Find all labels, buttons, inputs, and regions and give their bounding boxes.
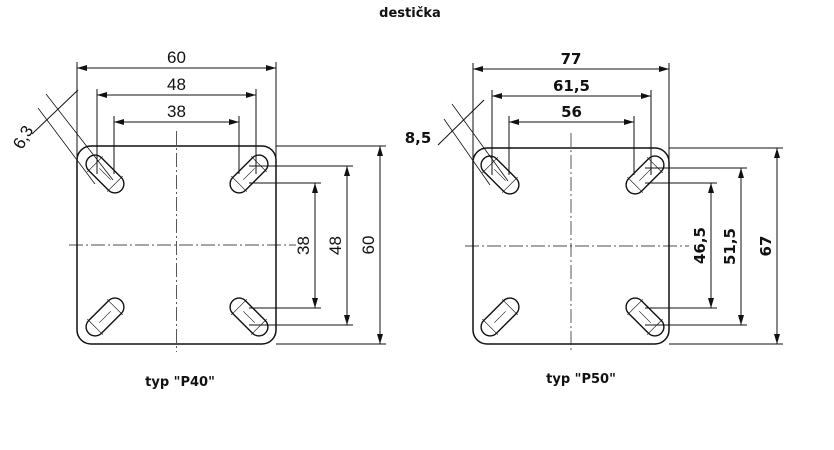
slot-outline [625, 155, 665, 195]
plate-drawing-p50: 77 61,5 56 67 51,5 46,5 8,5 [405, 50, 783, 352]
slot-outline [85, 297, 125, 337]
line [451, 103, 509, 182]
line [501, 299, 518, 316]
mounting-slot [85, 154, 125, 194]
mounting-slot [480, 297, 520, 337]
arrowhead [344, 315, 350, 325]
arrowhead [509, 119, 519, 125]
arrowhead [774, 334, 780, 344]
dimension-label: 38 [294, 236, 313, 255]
line [250, 156, 267, 173]
arrowhead [312, 298, 318, 308]
dimension-label: 67 [757, 236, 775, 257]
line [646, 157, 663, 174]
mounting-slot [229, 297, 269, 337]
line [106, 175, 123, 192]
arrowhead [708, 183, 714, 193]
slot-width-label: 6,3 [9, 122, 37, 152]
arrowhead [738, 168, 744, 178]
mounting-slot [625, 155, 665, 195]
line [482, 157, 499, 174]
line [639, 311, 651, 323]
arrowhead [246, 92, 256, 98]
line [639, 169, 651, 181]
slot-width-label: 8,5 [405, 129, 432, 147]
dimension-label: 46,5 [691, 227, 709, 264]
dimension-label: 56 [561, 103, 582, 121]
caption-p50: typ "P50" [546, 372, 616, 387]
slot-outline [480, 297, 520, 337]
line [99, 168, 111, 180]
arrowhead [377, 334, 383, 344]
line [494, 311, 506, 323]
arrowhead [708, 298, 714, 308]
line [87, 156, 104, 173]
dimension-label: 60 [359, 236, 378, 255]
slot-outline [229, 154, 269, 194]
dimension-label: 77 [561, 50, 582, 68]
line [250, 318, 267, 335]
plate-drawing-p40: 60 48 38 60 48 38 6,3 [9, 48, 386, 352]
line [37, 107, 96, 185]
dimension-label: 61,5 [553, 77, 590, 95]
arrowhead [97, 92, 107, 98]
line [87, 318, 104, 335]
slot-outline [480, 155, 520, 195]
slot-outline [229, 297, 269, 337]
dimension-label: 48 [167, 75, 186, 94]
line [482, 318, 499, 335]
mounting-slot [85, 297, 125, 337]
arrowhead [624, 119, 634, 125]
line [243, 311, 255, 323]
line [31, 89, 79, 135]
line [443, 118, 491, 186]
mounting-slot [625, 297, 665, 337]
line [231, 299, 248, 316]
line [99, 311, 111, 323]
arrowhead [774, 148, 780, 158]
line [494, 169, 506, 181]
arrowhead [473, 66, 483, 72]
line [627, 299, 644, 316]
line [243, 168, 255, 180]
arrowhead [377, 146, 383, 156]
arrowhead [312, 183, 318, 193]
caption-p40: typ "P40" [145, 375, 215, 390]
arrowhead [229, 119, 239, 125]
line [106, 299, 123, 316]
dimension-label: 48 [326, 236, 345, 255]
line [501, 176, 518, 193]
arrowhead [659, 66, 669, 72]
dimension-label: 60 [167, 48, 186, 67]
line [627, 176, 644, 193]
arrowhead [492, 93, 502, 99]
arrowhead [266, 65, 276, 71]
slot-outline [85, 154, 125, 194]
line [646, 318, 663, 335]
slot-outline [625, 297, 665, 337]
dimension-label: 38 [167, 102, 186, 121]
line [45, 93, 114, 181]
mounting-slot [480, 155, 520, 195]
arrowhead [344, 166, 350, 176]
title: destička [379, 6, 441, 21]
mounting-slot [229, 154, 269, 194]
line [231, 175, 248, 192]
arrowhead [641, 93, 651, 99]
dimension-label: 51,5 [721, 228, 739, 265]
arrowhead [738, 315, 744, 325]
arrowhead [114, 119, 124, 125]
arrowhead [77, 65, 87, 71]
line [437, 99, 485, 146]
